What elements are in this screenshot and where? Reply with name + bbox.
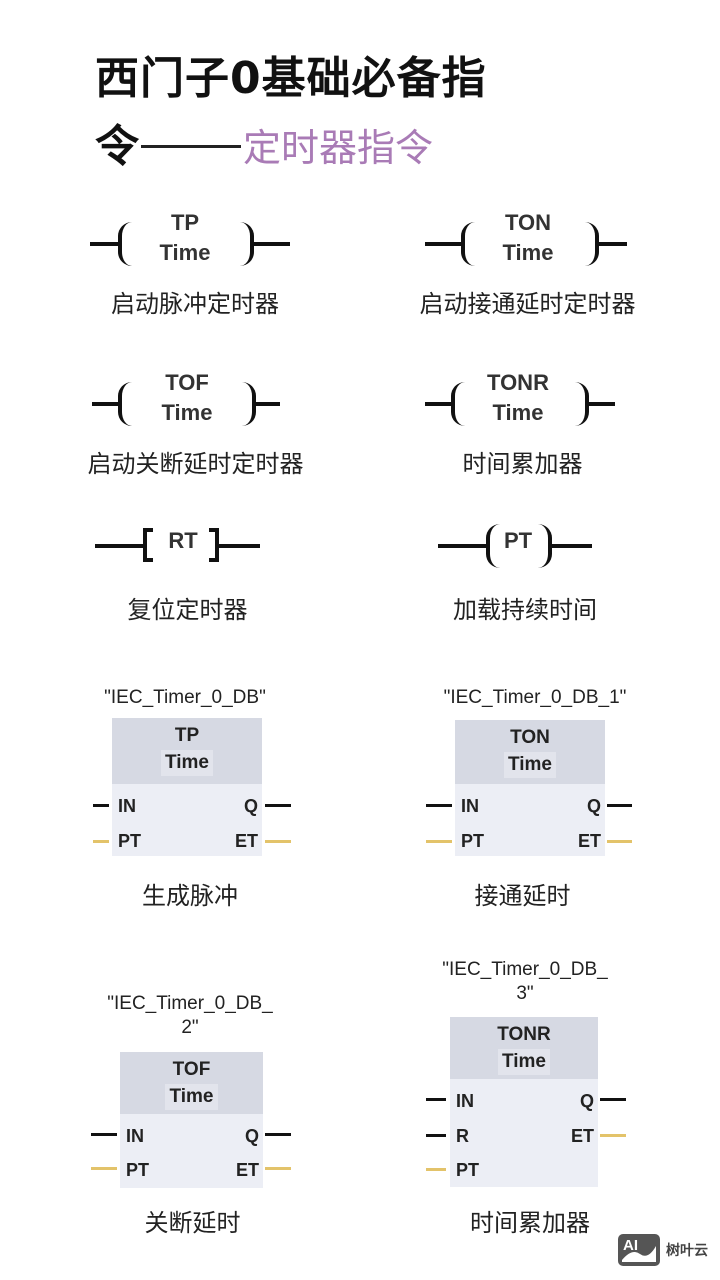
block-tonr: TONR Time IN R PT Q ET	[450, 1017, 598, 1187]
coil-tonr: TONR Time	[425, 368, 620, 438]
coil-rt-name: RT	[168, 528, 198, 553]
pin-et: ET	[570, 1126, 594, 1146]
block-tof-caption: 关断延时	[144, 1209, 241, 1237]
coil-tp-caption: 启动脉冲定时器	[111, 290, 279, 318]
coil-ton-name: TON	[504, 210, 552, 235]
block-tof-sub: Time	[165, 1084, 218, 1110]
block-tonr-sub: Time	[497, 1049, 550, 1075]
pin-pt: PT	[461, 831, 485, 851]
block-tof: TOF Time IN PT Q ET	[120, 1052, 263, 1188]
pin-et: ET	[234, 831, 258, 851]
pin-et: ET	[577, 831, 601, 851]
coil-tof-caption: 启动关断延时定时器	[87, 450, 304, 478]
block-tonr-type: TONR	[497, 1024, 551, 1045]
coil-tp: TP Time	[90, 208, 295, 278]
block-tp: TP Time IN PT Q ET	[112, 718, 262, 856]
block-ton-caption: 接通延时	[474, 882, 571, 910]
ai-image-icon: AI	[618, 1234, 660, 1266]
block-tof-type: TOF	[172, 1059, 211, 1080]
block-tp-caption: 生成脉冲	[142, 882, 238, 910]
pin-in: IN	[456, 1091, 474, 1111]
wire-in	[93, 804, 109, 807]
block-tonr-instance-l2: 3"	[516, 983, 534, 1004]
block-tof-instance-l1: "IEC_Timer_0_DB_	[107, 993, 273, 1014]
pin-q: Q	[243, 796, 258, 816]
title-accent: 定时器指令	[243, 126, 434, 170]
pin-q: Q	[244, 1126, 259, 1146]
coil-ton: TON Time	[425, 208, 630, 278]
coil-tp-name: TP	[170, 210, 200, 235]
wire-pt	[93, 840, 109, 843]
wire-pt	[426, 1168, 446, 1171]
coil-tonr-caption: 时间累加器	[462, 450, 583, 478]
wire-in	[426, 804, 452, 807]
coil-ton-caption: 启动接通延时定时器	[419, 290, 636, 318]
block-tp-instance: "IEC_Timer_0_DB"	[104, 687, 266, 708]
block-ton-instance: "IEC_Timer_0_DB_1"	[443, 687, 627, 708]
page-title-line2: 令 定时器指令	[95, 110, 433, 174]
pin-q: Q	[579, 1091, 594, 1111]
wire-r	[426, 1134, 446, 1137]
coil-tof-sub: Time	[161, 400, 213, 425]
wire-q	[265, 804, 291, 807]
wire-in	[91, 1133, 117, 1136]
coil-tp-sub: Time	[159, 240, 211, 265]
coil-tonr-name: TONR	[487, 370, 549, 395]
title-prefix: 令	[95, 121, 139, 172]
coil-pt: PT	[438, 510, 598, 580]
block-tonr-instance-l1: "IEC_Timer_0_DB_	[442, 959, 608, 980]
coil-tof-name: TOF	[165, 370, 209, 395]
pin-r: R	[456, 1126, 469, 1146]
watermark: AI 树叶云	[618, 1234, 708, 1266]
page-title-line1: 西门子0基础必备指	[95, 53, 487, 104]
wire-in	[426, 1098, 446, 1101]
wire-pt	[91, 1167, 117, 1170]
pin-pt: PT	[126, 1160, 150, 1180]
coil-rt-caption: 复位定时器	[127, 596, 248, 624]
wire-q	[265, 1133, 291, 1136]
pin-pt: PT	[118, 831, 142, 851]
pin-in: IN	[126, 1126, 144, 1146]
wire-pt	[426, 840, 452, 843]
wire-et	[265, 1167, 291, 1170]
pin-pt: PT	[456, 1160, 480, 1180]
block-ton-type: TON	[510, 727, 550, 748]
block-tof-instance-l2: 2"	[181, 1017, 199, 1038]
block-tp-sub: Time	[160, 750, 213, 776]
block-tonr-caption: 时间累加器	[470, 1209, 590, 1237]
block-tonr-instance: "IEC_Timer_0_DB_ 3"	[420, 958, 630, 1006]
wire-et	[265, 840, 291, 843]
pin-et: ET	[235, 1160, 259, 1180]
wire-et	[607, 840, 632, 843]
wire-q	[600, 1098, 626, 1101]
pin-in: IN	[118, 796, 136, 816]
coil-pt-caption: 加载持续时间	[453, 596, 597, 624]
block-tp-type: TP	[174, 725, 200, 746]
coil-tof: TOF Time	[92, 368, 282, 438]
wire-et	[600, 1134, 626, 1137]
pin-q: Q	[586, 796, 601, 816]
pin-in: IN	[461, 796, 479, 816]
block-ton: TON Time IN PT Q ET	[455, 720, 605, 856]
block-ton-sub: Time	[503, 752, 556, 778]
coil-rt: RT	[95, 510, 265, 580]
coil-ton-sub: Time	[502, 240, 554, 265]
coil-tonr-sub: Time	[492, 400, 544, 425]
title-dash	[141, 144, 241, 148]
wire-q	[607, 804, 632, 807]
watermark-label: 树叶云	[666, 1243, 708, 1259]
coil-pt-name: PT	[503, 528, 533, 553]
block-tof-instance: "IEC_Timer_0_DB_ 2"	[90, 992, 290, 1040]
